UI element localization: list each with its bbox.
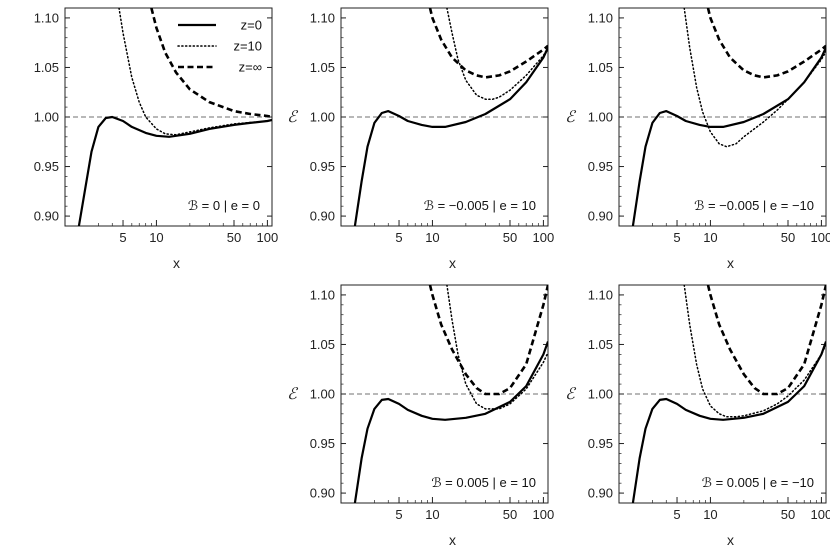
legend: z=0 z=10 z=∞ — [177, 18, 262, 75]
x-tick-label: 5 — [395, 507, 402, 522]
y-tick-label: 1.10 — [310, 10, 335, 25]
y-tick-label: 0.90 — [310, 209, 335, 224]
x-tick-label: 100 — [533, 230, 555, 245]
x-axis-label: x — [449, 255, 456, 271]
y-tick-label: 0.90 — [34, 209, 59, 224]
y-tick-label: 1.10 — [588, 10, 613, 25]
x-tick-label: 5 — [119, 230, 126, 245]
curves — [631, 285, 826, 503]
x-axis-label: x — [727, 532, 734, 548]
plot-frame — [618, 7, 827, 227]
x-axis-label: x — [449, 532, 456, 548]
y-tick-label: 1.05 — [310, 337, 335, 352]
panel-label: ℬ = 0.005 | e = −10 — [702, 475, 814, 490]
y-tick-label: 1.00 — [34, 110, 59, 125]
panel-5: 0.90 0.95 1.00 1.05 1.10 5 10 50 100 x ℰ ℬ = 0.005 … — [565, 284, 830, 548]
series-line-dotted — [683, 285, 826, 418]
curves — [77, 8, 272, 226]
y-tick-label: 0.90 — [310, 486, 335, 501]
y-axis-label: ℰ — [287, 384, 299, 403]
panel-label: ℬ = −0.005 | e = 10 — [424, 198, 536, 213]
y-axis-label: ℰ — [565, 107, 577, 126]
series-line-dotted — [446, 8, 548, 100]
y-tick-label: 1.00 — [588, 110, 613, 125]
panel-label: ℬ = −0.005 | e = −10 — [694, 198, 814, 213]
panel-3: 0.90 0.95 1.00 1.05 1.10 5 10 50 100 x ℰ ℬ = −0.005… — [565, 7, 830, 271]
x-tick-label: 50 — [781, 230, 795, 245]
series-line-solid — [77, 115, 272, 226]
panel-4: 0.90 0.95 1.00 1.05 1.10 5 10 50 100 x ℰ ℬ = 0.005 … — [287, 284, 555, 548]
y-tick-label: 0.95 — [588, 436, 613, 451]
x-tick-label: 5 — [673, 230, 680, 245]
y-tick-label: 1.00 — [310, 110, 335, 125]
x-tick-label: 5 — [673, 507, 680, 522]
series-line-dashed — [428, 8, 548, 79]
y-tick-label: 0.95 — [310, 159, 335, 174]
series-line-dotted — [683, 8, 826, 148]
y-tick-label: 1.10 — [588, 287, 613, 302]
series-line-dashed — [706, 285, 826, 396]
series-line-dotted — [118, 8, 272, 136]
x-axis-label: x — [173, 255, 180, 271]
legend-label: z=10 — [233, 39, 262, 54]
y-tick-label: 1.05 — [34, 60, 59, 75]
x-tick-label: 5 — [395, 230, 402, 245]
y-axis-label: ℰ — [565, 384, 577, 403]
x-tick-label: 10 — [703, 230, 717, 245]
x-tick-label: 50 — [503, 507, 517, 522]
series-line-solid — [353, 47, 548, 226]
y-tick-label: 1.00 — [310, 387, 335, 402]
series-line-dashed — [150, 8, 272, 119]
y-tick-label: 1.05 — [588, 337, 613, 352]
x-tick-label: 10 — [425, 507, 439, 522]
y-axis-label: ℰ — [287, 107, 299, 126]
y-tick-label: 1.05 — [310, 60, 335, 75]
y-tick-label: 1.05 — [588, 60, 613, 75]
x-tick-label: 50 — [781, 507, 795, 522]
y-tick-label: 1.00 — [588, 387, 613, 402]
x-tick-label: 50 — [503, 230, 517, 245]
y-tick-label: 0.95 — [588, 159, 613, 174]
series-line-dotted — [446, 285, 548, 410]
y-tick-label: 0.95 — [34, 159, 59, 174]
x-tick-label: 10 — [703, 507, 717, 522]
x-tick-label: 50 — [227, 230, 241, 245]
panel-label: ℬ = 0.005 | e = 10 — [431, 475, 536, 490]
x-tick-label: 10 — [149, 230, 163, 245]
panel-label: ℬ = 0 | e = 0 — [188, 198, 260, 213]
y-tick-label: 1.10 — [34, 10, 59, 25]
y-tick-label: 0.90 — [588, 209, 613, 224]
panel-1: 0.90 0.95 1.00 1.05 1.10 5 10 50 100 x ℬ = 0 | e =… — [34, 7, 279, 271]
series-line-dashed — [706, 8, 826, 79]
y-tick-label: 0.90 — [588, 486, 613, 501]
panel-2: 0.90 0.95 1.00 1.05 1.10 5 10 50 100 x ℰ ℬ = −0.005… — [287, 7, 555, 271]
x-axis-label: x — [727, 255, 734, 271]
x-tick-label: 100 — [811, 230, 830, 245]
legend-label: z=∞ — [239, 60, 262, 75]
legend-label: z=0 — [241, 18, 262, 33]
x-tick-label: 100 — [533, 507, 555, 522]
series-line-dashed — [428, 285, 548, 396]
curves — [631, 8, 826, 226]
series-line-solid — [631, 341, 826, 503]
curves — [353, 285, 548, 503]
curves — [353, 8, 548, 226]
x-tick-label: 100 — [257, 230, 279, 245]
x-tick-label: 10 — [425, 230, 439, 245]
series-line-solid — [353, 341, 548, 503]
plot-frame — [340, 7, 549, 227]
x-tick-label: 100 — [811, 507, 830, 522]
y-tick-label: 1.10 — [310, 287, 335, 302]
y-tick-label: 0.95 — [310, 436, 335, 451]
